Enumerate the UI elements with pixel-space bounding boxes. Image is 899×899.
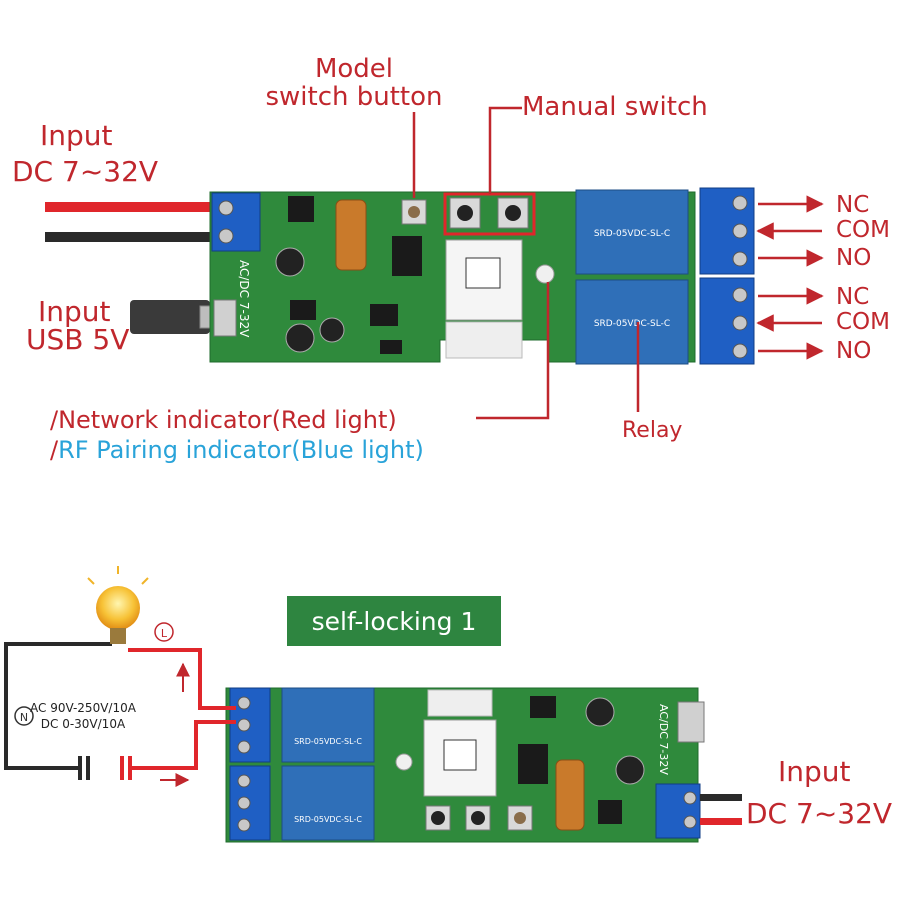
red-wire: [45, 202, 215, 212]
relay1-no-label: NO: [836, 245, 872, 271]
input-usb-label: Input: [38, 295, 111, 328]
relay1-com-label: COM: [836, 217, 891, 243]
network-indicator-label: /Network indicator(Red light): [50, 406, 397, 434]
svg-text:L: L: [161, 627, 168, 640]
usb-cable: [130, 300, 210, 334]
load-spec: AC 90V-250V/10A DC 0-30V/10A: [30, 701, 136, 731]
bottom-input-label: Input: [778, 755, 851, 788]
callout-lines: [412, 106, 824, 420]
input-dc-value: DC 7~32V: [12, 155, 159, 188]
neutral-marker-icon: [14, 706, 34, 726]
svg-text:SRD-05VDC-SL-C: SRD-05VDC-SL-C: [294, 815, 362, 824]
load-circuit: L N: [4, 566, 236, 787]
indicator-led: [535, 264, 555, 284]
black-wire: [45, 232, 215, 242]
input-usb-value: USB 5V: [26, 323, 130, 356]
relay-1: [575, 189, 689, 275]
silk-power: AC/DC 7-32V: [237, 260, 251, 338]
relay2-no-label: NO: [836, 338, 872, 364]
relay1-nc-label: NC: [836, 192, 870, 218]
bottom-input-value: DC 7~32V: [746, 797, 893, 830]
top-board: AC/DC 7-32V SRD-05VDC-SL-C SRD-05VDC-SL-…: [45, 187, 755, 365]
relay2-nc-label: NC: [836, 284, 870, 310]
svg-text:SRD-05VDC-SL-C: SRD-05VDC-SL-C: [594, 319, 670, 329]
input-terminal-block: [211, 192, 261, 252]
relay-label: Relay: [622, 418, 683, 443]
mode-badge: self-locking 1: [287, 596, 501, 646]
live-marker-icon: [154, 622, 174, 642]
svg-text:N: N: [20, 711, 28, 724]
svg-text:AC/DC 7-32V: AC/DC 7-32V: [657, 704, 670, 775]
relay-2: [575, 279, 689, 365]
input-dc-label: Input: [40, 119, 113, 152]
rf-pairing-label: /RF Pairing indicator(Blue light): [50, 436, 424, 464]
model-switch-label: Model switch button: [265, 54, 443, 112]
svg-text:SRD-05VDC-SL-C: SRD-05VDC-SL-C: [594, 229, 670, 239]
bottom-board: SRD-05VDC-SL-C SRD-05VDC-SL-C AC/DC 7-32…: [225, 687, 742, 843]
svg-text:SRD-05VDC-SL-C: SRD-05VDC-SL-C: [294, 737, 362, 746]
relay2-com-label: COM: [836, 309, 891, 335]
manual-switch-label: Manual switch: [522, 92, 708, 122]
light-bulb-icon: [87, 566, 149, 644]
